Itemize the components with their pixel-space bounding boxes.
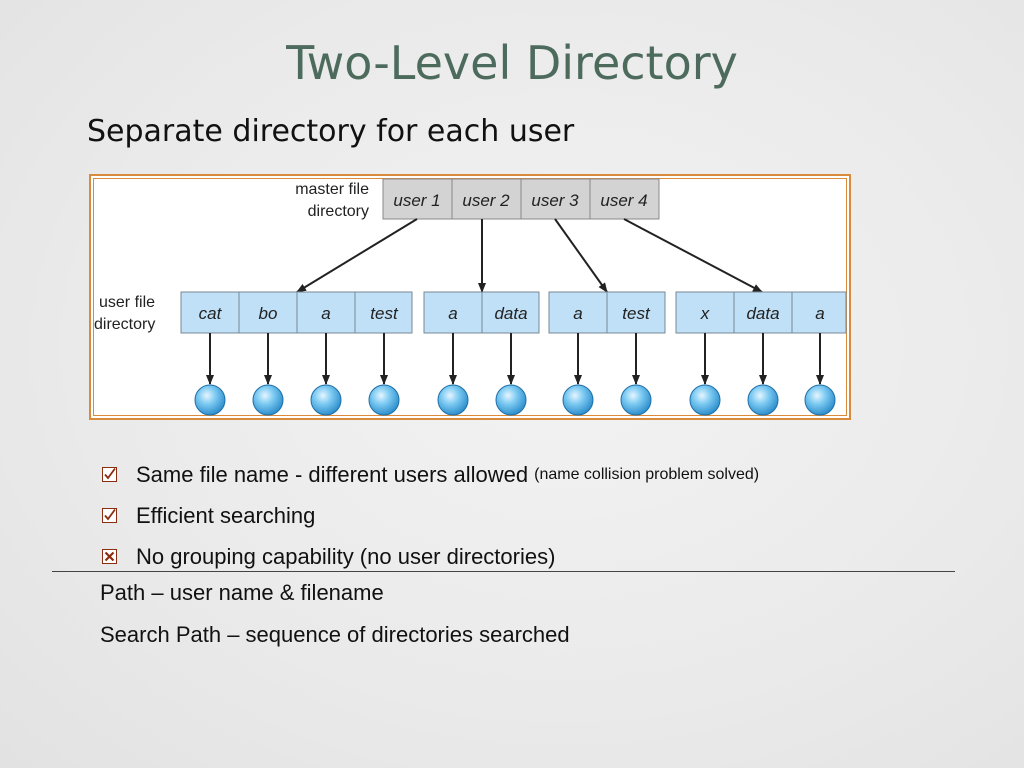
file-entry-label: a <box>815 304 824 323</box>
master-directory: user 1 user 2 user 3 user 4 <box>382 178 660 220</box>
check-box-icon <box>102 508 117 523</box>
bullet-text: Efficient searching <box>136 502 316 528</box>
file-entry-label: x <box>700 304 710 323</box>
bullet-item: Efficient searching <box>102 495 759 536</box>
arrow-user4 <box>623 218 763 293</box>
master-cell-user-3 <box>520 178 591 220</box>
bullet-note: (name collision problem solved) <box>534 465 760 483</box>
directory-diagram: master file directory user file director… <box>94 178 847 416</box>
file-node-icon <box>194 384 226 416</box>
master-directory-label-line2: directory <box>308 203 369 220</box>
arrow-user3 <box>554 218 608 293</box>
file-node-icon <box>368 384 400 416</box>
divider <box>52 571 955 572</box>
user-directory-label-line2: directory <box>94 316 155 333</box>
file-entry-label: a <box>448 304 457 323</box>
slide-title: Two-Level Directory <box>286 36 738 90</box>
file-entry-label: bo <box>259 304 278 323</box>
bullet-text: No grouping capability (no user director… <box>136 543 556 569</box>
file-node-icon <box>689 384 721 416</box>
file-node-icon <box>620 384 652 416</box>
master-cell-user-4 <box>589 178 660 220</box>
file-node-icon <box>747 384 779 416</box>
user-dir-cell <box>481 291 540 334</box>
master-entry-label: user 1 <box>393 191 440 210</box>
master-to-user-arrows <box>296 218 763 293</box>
file-entry-label: test <box>370 304 399 323</box>
user-dir-cell <box>791 291 847 334</box>
master-entry-label: user 3 <box>531 191 579 210</box>
file-entry-label: cat <box>199 304 223 323</box>
master-entry-label: user 4 <box>600 191 647 210</box>
file-node-icon <box>310 384 342 416</box>
user-dir-cell <box>180 291 240 334</box>
file-node-icon <box>562 384 594 416</box>
search-path-line: Search Path – sequence of directories se… <box>100 622 570 647</box>
bullet-item: No grouping capability (no user director… <box>102 536 759 577</box>
user-directory-4: x data a <box>675 291 847 334</box>
file-entry-label: a <box>321 304 330 323</box>
user-dir-cell <box>606 291 666 334</box>
arrow-user1 <box>296 218 418 293</box>
slide-subtitle: Separate directory for each user <box>87 114 575 149</box>
user-dir-cell <box>733 291 793 334</box>
bullet-text: Same file name - different users allowed <box>136 461 529 487</box>
file-entry-label: data <box>746 304 779 323</box>
entry-to-file-arrows <box>206 333 824 385</box>
user-dir-cell <box>675 291 735 334</box>
file-entry-label: test <box>622 304 651 323</box>
user-directory-label-line1: user file <box>99 294 155 311</box>
bullet-item: Same file name - different users allowed… <box>102 454 759 495</box>
path-line: Path – user name & filename <box>100 580 384 605</box>
bullet-list: Same file name - different users allowed… <box>102 454 759 577</box>
file-node-icon <box>252 384 284 416</box>
file-node-icon <box>437 384 469 416</box>
file-node-icon <box>495 384 527 416</box>
file-entry-label: data <box>494 304 527 323</box>
user-directory-2: a data <box>423 291 540 334</box>
user-directory-3: a test <box>548 291 666 334</box>
master-directory-label-line1: master file <box>295 181 369 198</box>
file-node-icon <box>804 384 836 416</box>
master-entry-label: user 2 <box>462 191 510 210</box>
cross-box-icon <box>102 549 117 564</box>
file-nodes <box>194 384 836 416</box>
file-entry-label: a <box>573 304 582 323</box>
user-directory-1: cat bo a test <box>180 291 413 334</box>
check-box-icon <box>102 467 117 482</box>
